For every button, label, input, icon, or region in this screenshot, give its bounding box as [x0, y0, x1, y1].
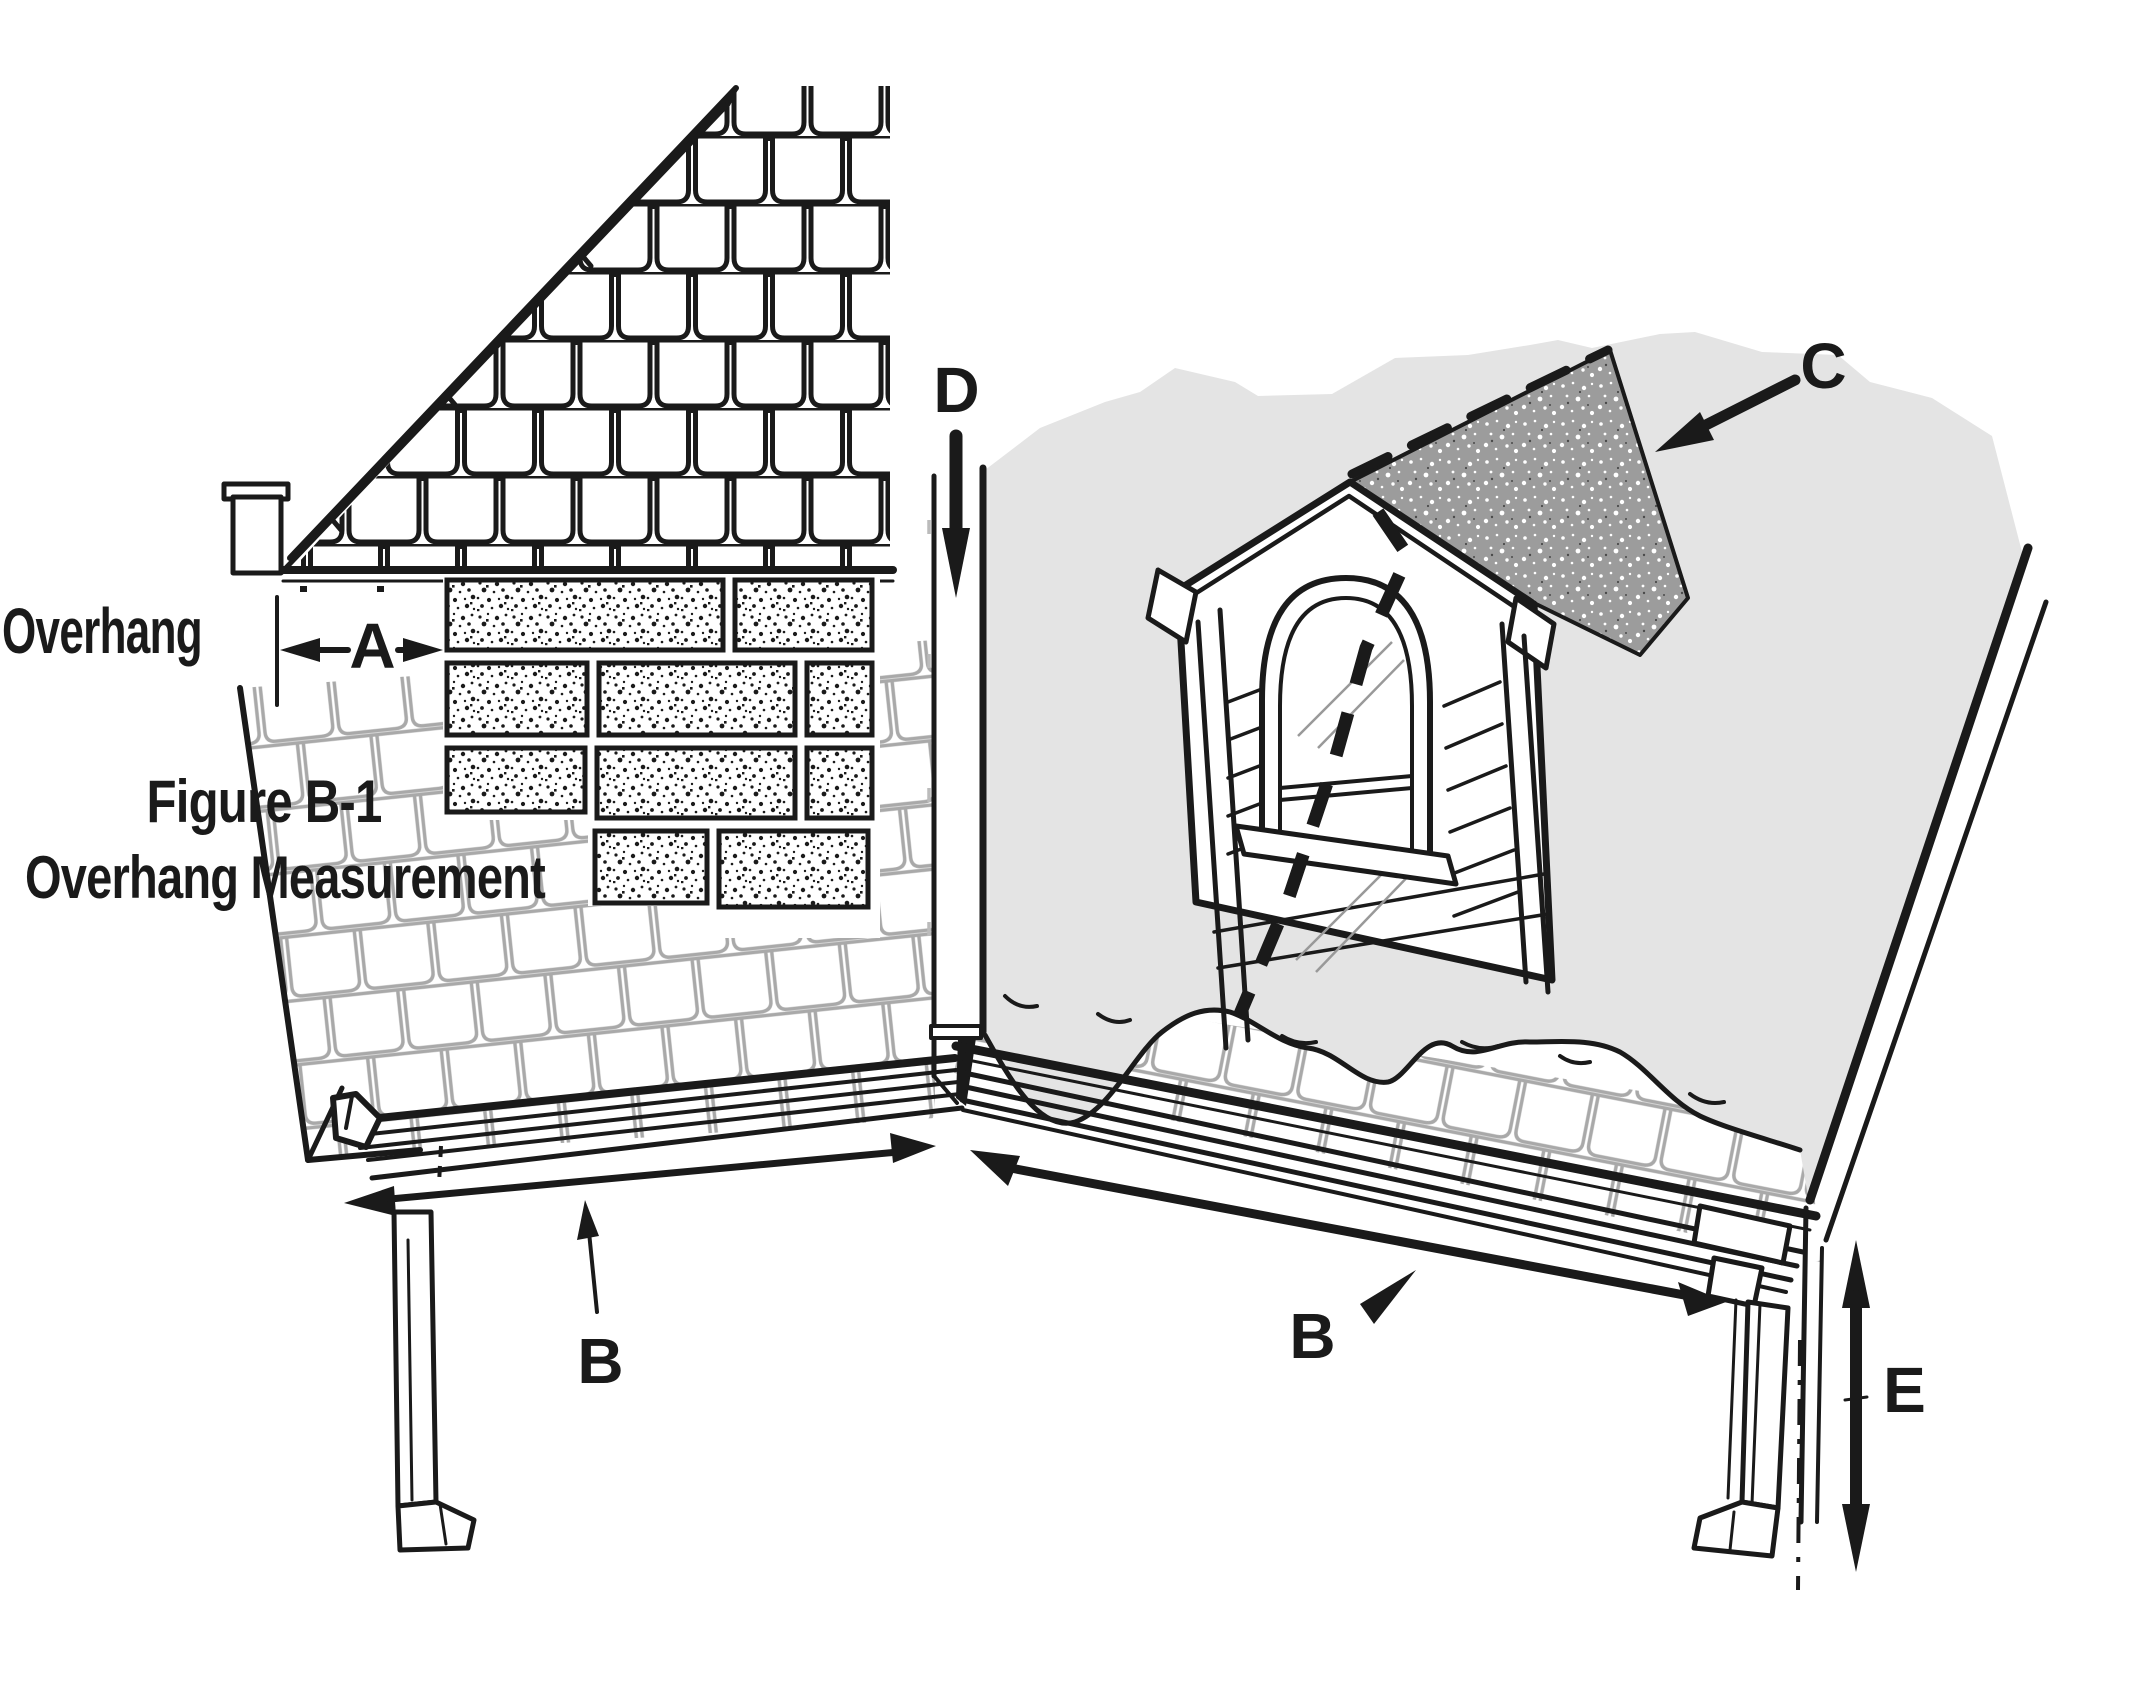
dim-label-a: A: [349, 610, 394, 682]
dimension-b-right: [970, 1150, 1726, 1316]
dim-label-b-right: B: [1289, 1300, 1334, 1372]
b-right-pointer: [1360, 1270, 1416, 1324]
b-left-pointer: [577, 1200, 599, 1314]
figure-caption-line1: Figure B-1: [147, 768, 382, 835]
left-downspout: [330, 1091, 477, 1553]
dormer: [1145, 345, 1690, 1051]
dormer-siding: [1212, 680, 1550, 970]
dim-label-c: C: [1800, 330, 1845, 402]
dim-label-e: E: [1883, 1354, 1925, 1426]
brick-wall: [443, 574, 880, 938]
dim-label-b-left: B: [577, 1325, 622, 1397]
gutter-right-run: [951, 1041, 1821, 1294]
dimension-a: [275, 595, 443, 707]
dimension-d-arrow: [942, 429, 970, 598]
dormer-gable-trim: [1145, 493, 1557, 671]
eave-fascia: [230, 494, 284, 576]
gable-shingles: [288, 86, 890, 574]
window-meeting-rail: [1278, 774, 1414, 802]
dim-label-d: D: [933, 354, 978, 426]
dimension-c-arrow: [1655, 374, 1801, 452]
dimension-b-left: [344, 1133, 936, 1216]
felt-torn-edge: [982, 1007, 1803, 1153]
overhang-side-label: Overhang: [2, 595, 202, 667]
main-roof-rake-edge: [1796, 543, 2049, 1591]
right-downspout: [1691, 1203, 1793, 1559]
dimension-e-arrow: [1842, 1240, 1870, 1572]
rake-board: [279, 85, 739, 575]
figure-caption-line2: Overhang Measurement: [25, 844, 546, 911]
gutter-left-run: [336, 1054, 965, 1181]
felt-curl-marks: [1003, 994, 1726, 1105]
